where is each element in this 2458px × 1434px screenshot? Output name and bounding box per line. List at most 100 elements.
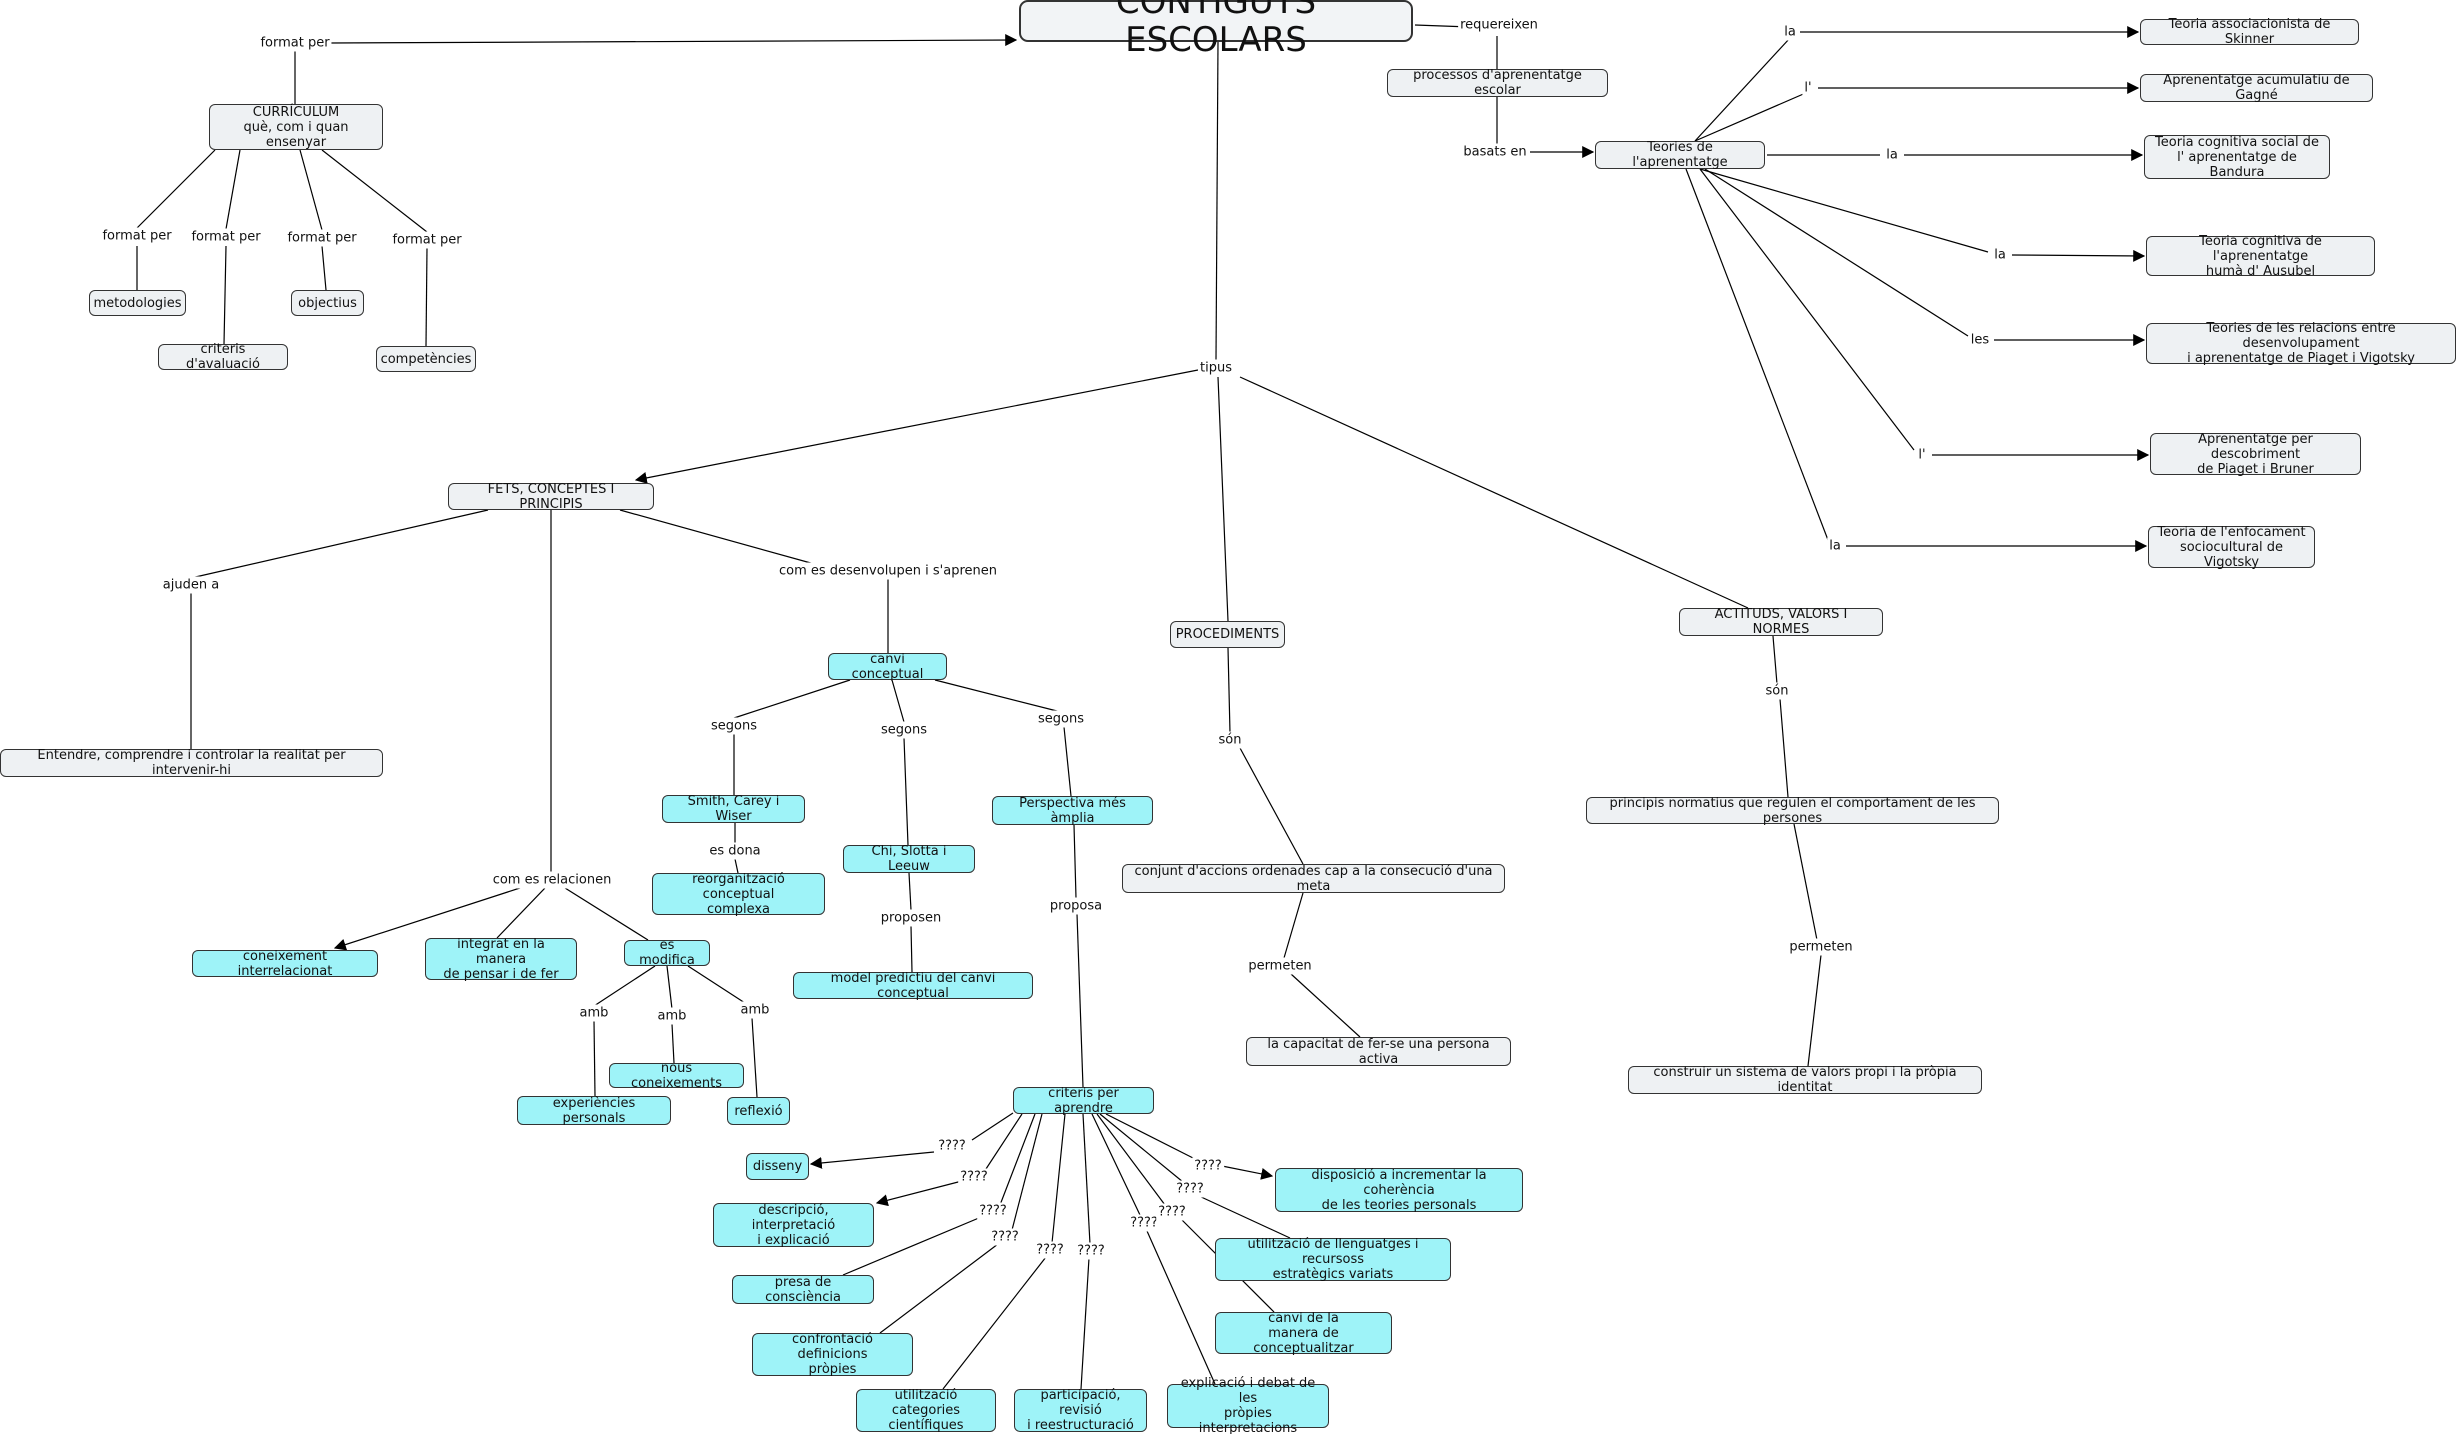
label-format-per: format per xyxy=(258,34,332,52)
node-criteris-avaluacio: criteris d'avaluació xyxy=(158,342,288,372)
node-capacitat: la capacitat de fer-se una persona activ… xyxy=(1246,1037,1511,1067)
label-permeten: permeten xyxy=(1787,938,1855,956)
connector-line xyxy=(1694,37,1791,142)
label-es-dona: es dona xyxy=(707,842,763,860)
connector-line xyxy=(1099,1113,1184,1183)
node-procediments: PROCEDIMENTS xyxy=(1170,621,1285,648)
label-segons: segons xyxy=(879,721,929,739)
connector-line xyxy=(223,245,227,345)
node-fets: FETS, CONCEPTES I PRINCIPIS xyxy=(448,482,654,512)
label-format-per: format per xyxy=(189,228,263,246)
connector-line xyxy=(619,509,819,566)
connector-line xyxy=(687,965,746,1004)
node-nous-coneixements: nous coneixements xyxy=(609,1061,744,1091)
label-les: les xyxy=(1968,331,1992,349)
label-l: l' xyxy=(1802,79,1814,97)
node-skinner: Teoria associacionista de Skinner xyxy=(2140,17,2359,47)
node-teories: Teories de l'aprenentatge xyxy=(1595,140,1765,170)
label-son: són xyxy=(1763,682,1791,700)
label-question: ???? xyxy=(1156,1203,1188,1221)
label-format-per: format per xyxy=(390,231,464,249)
connector-line xyxy=(934,679,1062,713)
label-permeten: permeten xyxy=(1246,957,1314,975)
label-amb: amb xyxy=(655,1007,689,1025)
connector-line xyxy=(983,1113,1023,1173)
connector-line xyxy=(751,1017,758,1098)
label-proposen: proposen xyxy=(878,909,944,927)
label-requereixen: requereixen xyxy=(1458,16,1540,34)
node-descripcio: descripció, interpretació i explicació xyxy=(713,1203,874,1248)
connector-line xyxy=(1699,168,1989,253)
label-com-es-desenvolupen: com es desenvolupen i s'aprenen xyxy=(776,562,1000,580)
node-explicacio: explicació i debat de les pròpies interp… xyxy=(1167,1376,1329,1434)
connector-line xyxy=(1105,1113,1198,1161)
node-presa: presa de consciència xyxy=(732,1275,874,1305)
label-com-es-relacionen: com es relacionen xyxy=(490,871,614,889)
connector-line xyxy=(666,965,673,1010)
label-la: la xyxy=(1827,537,1843,555)
connector-line xyxy=(1221,1165,1274,1180)
connector-line xyxy=(1772,635,1778,685)
connector-line xyxy=(225,149,241,230)
node-disseny: disseny xyxy=(746,1153,809,1180)
label-l: l' xyxy=(1916,446,1928,464)
connector-line xyxy=(1227,647,1231,734)
node-disposicio: disposició a incrementar la coherència d… xyxy=(1275,1168,1523,1213)
connector-line xyxy=(321,149,428,233)
connector-line xyxy=(1082,1113,1091,1245)
connector-line xyxy=(1091,1113,1141,1216)
label-son: són xyxy=(1216,731,1244,749)
node-canvi-conceptual: canvi conceptual xyxy=(828,652,947,682)
connector-line xyxy=(999,1113,1036,1206)
connector-line xyxy=(333,887,521,951)
label-question: ???? xyxy=(1128,1214,1160,1232)
node-competencies: competències xyxy=(376,346,476,372)
node-experiencies: experiències personals xyxy=(517,1096,671,1126)
connector-line xyxy=(879,1243,999,1334)
connector-line xyxy=(593,1020,596,1097)
node-objectius: objectius xyxy=(291,290,364,316)
connector-line xyxy=(910,925,913,973)
label-question: ???? xyxy=(1034,1241,1066,1259)
connector-line xyxy=(634,369,1199,484)
node-smith: Smith, Carey i Wiser xyxy=(662,794,805,824)
connector-line xyxy=(875,1180,963,1207)
connector-line xyxy=(1694,91,1809,142)
connector-line xyxy=(942,1256,1047,1390)
node-conjunt: conjunt d'accions ordenades cap a la con… xyxy=(1122,864,1505,894)
connector-line xyxy=(496,887,546,939)
node-coneixement: coneixement interrelacionat xyxy=(192,949,378,979)
connector-line xyxy=(1215,41,1219,361)
node-curriculum: CURRÍCULUM què, com i quan ensenyar xyxy=(209,104,383,150)
node-model-predictiu: model predictiu del canvi conceptual xyxy=(793,971,1033,1001)
connector-line xyxy=(903,737,909,846)
label-question: ???? xyxy=(958,1168,990,1186)
node-categories: utilització categories científiques xyxy=(856,1388,996,1433)
node-metodologies: metodologies xyxy=(89,290,186,316)
node-construir: construir un sistema de valors propi i l… xyxy=(1628,1065,1982,1095)
label-basats-en: basats en xyxy=(1461,143,1529,161)
connector-line xyxy=(1239,376,1749,609)
connector-line xyxy=(564,887,649,941)
node-canvi-manera: canvi de la manera de conceptualitzar xyxy=(1215,1311,1392,1356)
connector-line xyxy=(190,509,489,579)
label-amb: amb xyxy=(577,1004,611,1022)
connector-line xyxy=(1239,747,1304,865)
label-question: ???? xyxy=(1192,1157,1224,1175)
label-format-per: format per xyxy=(100,227,174,245)
node-piaget-vigotsky: Teories de les relacions entre desenvolu… xyxy=(2146,321,2456,366)
node-gagne: Aprenentatge acumulatiu de Gagné xyxy=(2140,73,2373,103)
map-title: CONTIGUTS ESCOLARS xyxy=(1019,0,1413,59)
node-perspectiva: Perspectiva més àmplia xyxy=(992,796,1153,826)
connector-line xyxy=(908,872,912,911)
connector-line xyxy=(1283,892,1304,959)
connector-line xyxy=(1051,1113,1066,1244)
connector-line xyxy=(1146,1230,1216,1385)
connector-line xyxy=(671,1023,675,1064)
label-la: la xyxy=(1782,23,1798,41)
connector-line xyxy=(1011,1113,1043,1231)
label-question: ???? xyxy=(1174,1180,1206,1198)
label-format-per: format per xyxy=(285,229,359,247)
